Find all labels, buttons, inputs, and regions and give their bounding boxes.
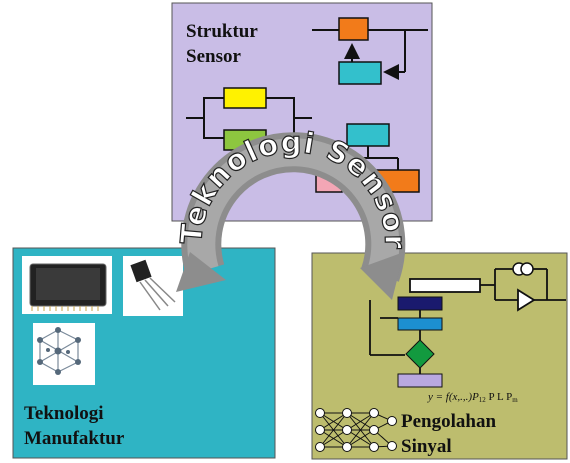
flowchart xyxy=(369,296,443,388)
crystal-structure-image xyxy=(33,323,95,385)
manufacturing-title-line2: Manufaktur xyxy=(24,428,125,449)
feedback-loop-block-diagram xyxy=(312,29,428,80)
parallel-block-top xyxy=(223,87,267,109)
feedback-block xyxy=(338,61,382,85)
transfer-function-equation: y = f(x,.,.)P12 P L Pm xyxy=(427,391,518,404)
processing-title-line2: Sinyal xyxy=(401,436,452,457)
processing-title-line1: Pengolahan xyxy=(401,411,496,432)
flowchart-process-block-1 xyxy=(397,296,443,311)
manufacturing-title-line1: Teknologi xyxy=(24,403,104,424)
current-source-icon xyxy=(512,262,534,276)
structure-title-line2: Sensor xyxy=(186,46,241,67)
ring-tail xyxy=(176,252,226,292)
structure-title-line1: Struktur xyxy=(186,21,258,42)
signal-processing-panel: y = f(x,.,.)P12 P L Pm Pengolahan Sinya xyxy=(311,252,568,460)
opamp-circuit xyxy=(409,268,566,312)
tree-root-block xyxy=(346,123,390,147)
manufacturing-panel: Teknologi Manufaktur xyxy=(12,247,276,459)
chip-image xyxy=(22,256,112,314)
flowchart-output-block xyxy=(397,373,443,388)
transistor-image xyxy=(123,256,183,316)
forward-block xyxy=(338,17,369,41)
flowchart-decision-diamond xyxy=(405,339,435,369)
neural-network-icon xyxy=(315,408,397,452)
flowchart-process-block-2 xyxy=(397,317,443,331)
ring-arrowhead xyxy=(360,252,404,300)
